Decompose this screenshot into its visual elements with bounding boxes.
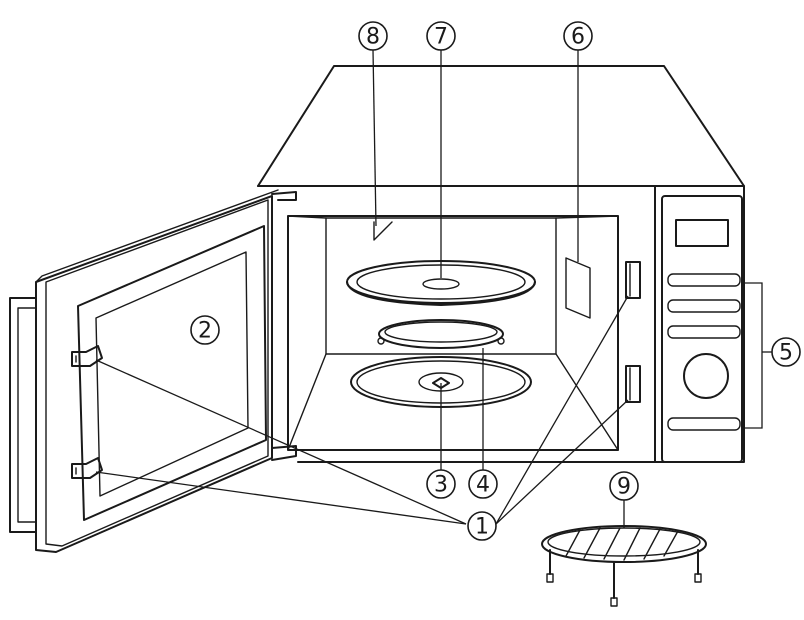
callout-1: 1 <box>467 511 497 541</box>
callout-3: 3 <box>426 469 456 499</box>
cabinet <box>257 65 745 463</box>
callout-6: 6 <box>563 21 593 51</box>
door <box>35 189 297 553</box>
door-hook-upper <box>71 345 103 367</box>
callout-7: 7 <box>426 21 456 51</box>
control-panel <box>661 195 743 463</box>
control-button-1 <box>667 273 741 287</box>
svg-text:3: 3 <box>434 473 448 498</box>
callout-2: 2 <box>190 315 220 345</box>
waveguide-cover <box>565 257 591 319</box>
oven-cavity <box>287 215 619 451</box>
svg-text:2: 2 <box>198 319 212 344</box>
svg-text:5: 5 <box>779 341 793 366</box>
roller-ring <box>377 319 505 349</box>
control-knob <box>683 353 729 399</box>
door-latch-lower <box>625 365 641 403</box>
control-button-3 <box>667 325 741 339</box>
svg-text:4: 4 <box>476 473 490 498</box>
control-button-2 <box>667 299 741 313</box>
svg-text:1: 1 <box>475 515 489 540</box>
oven-light <box>373 221 393 241</box>
svg-text:9: 9 <box>617 475 631 500</box>
svg-text:6: 6 <box>571 25 585 50</box>
control-button-4 <box>667 417 741 431</box>
callout-9: 9 <box>609 471 639 501</box>
svg-text:7: 7 <box>434 25 448 50</box>
wire-rack <box>541 525 707 607</box>
display-window <box>675 219 729 247</box>
leader-lines <box>95 49 772 528</box>
svg-text:8: 8 <box>366 25 380 50</box>
door-hook-lower <box>71 457 103 479</box>
door-latch-upper <box>625 261 641 299</box>
callout-5: 5 <box>771 337 801 367</box>
callout-4: 4 <box>468 469 498 499</box>
callout-8: 8 <box>358 21 388 51</box>
door-handle <box>9 297 37 533</box>
